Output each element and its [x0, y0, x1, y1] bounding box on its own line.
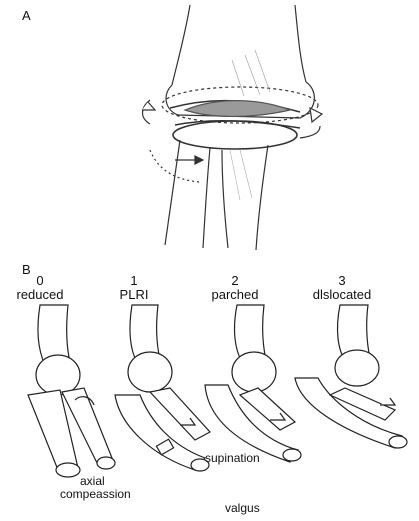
elbow-stage-2 [205, 305, 301, 462]
valgus-label: valgus [225, 502, 260, 515]
elbow-stage-0 [28, 305, 115, 477]
elbow-stage-1 [115, 305, 210, 471]
supination-label: supination [205, 452, 260, 465]
compression-label: compeassion [60, 488, 131, 501]
elbow-stage-3 [295, 305, 407, 448]
